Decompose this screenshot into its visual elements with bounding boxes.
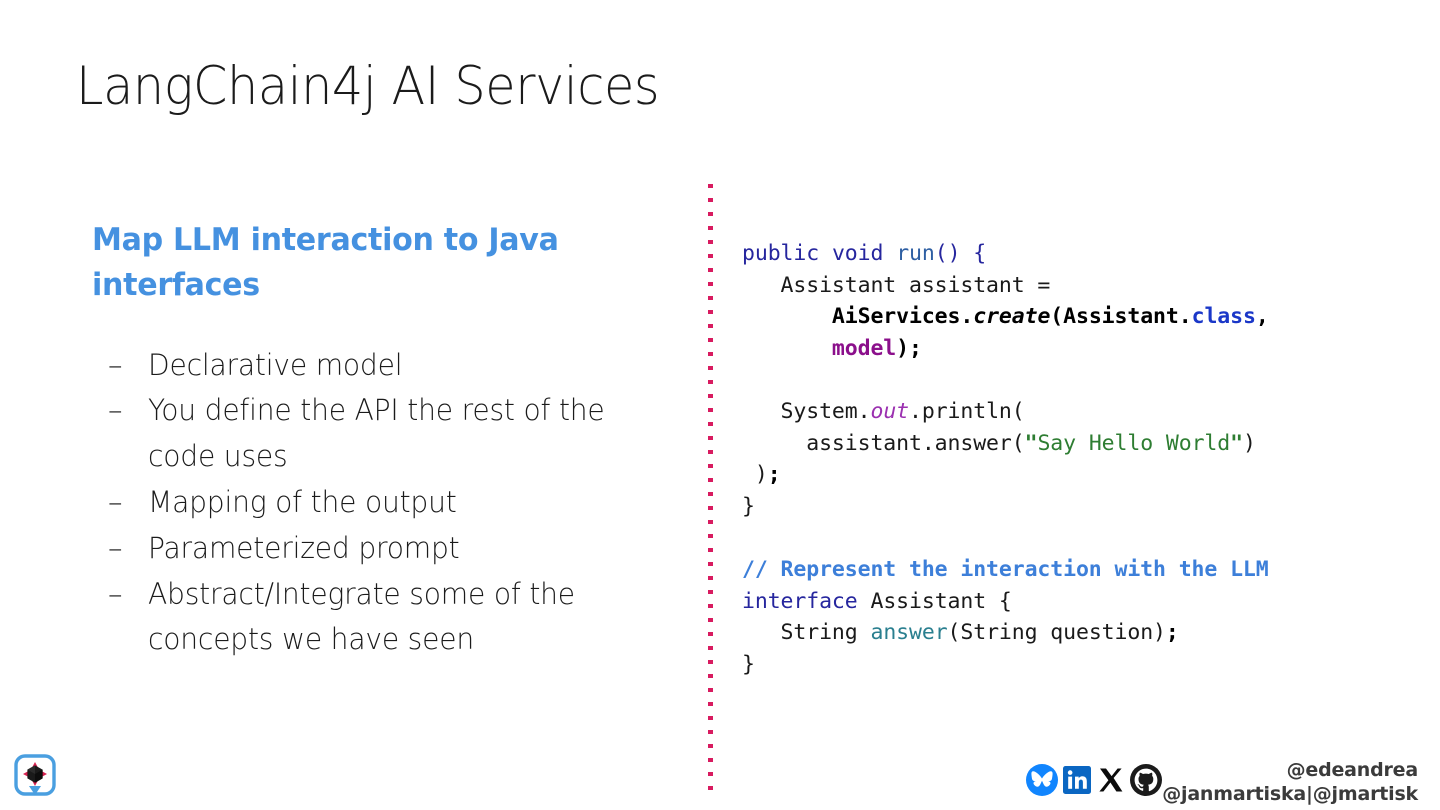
bullet-dash-icon: – [108,484,123,519]
left-content-column: Map LLM interaction to Java interfaces –… [92,218,652,663]
code-line: } [742,493,755,519]
code-line: ); [754,462,781,488]
list-item: – Parameterized prompt [92,526,652,572]
bullet-dash-icon: – [108,393,123,428]
list-item-label: Declarative model [148,347,403,382]
social-icon-row [1024,762,1164,798]
bullet-list: – Declarative model – You define the API… [92,343,652,664]
social-handles: @edeandrea @janmartiska|@jmartisk [1162,758,1418,807]
code-line: System.out.println( [780,398,1025,424]
code-line: interface Assistant { [742,588,1012,614]
code-line: Assistant assistant = [780,272,1051,298]
handle-line-2: @janmartiska|@jmartisk [1162,783,1418,806]
code-line: // Represent the interaction with the LL… [742,556,1269,582]
list-item-label: You define the API the rest of the code … [148,393,605,474]
lead-heading: Map LLM interaction to Java interfaces [92,222,559,304]
code-line: public void run() { [742,241,987,266]
page-title: LangChain4j AI Services [76,56,660,117]
list-item-label: Parameterized prompt [148,530,460,565]
list-item: – Abstract/Integrate some of the concept… [92,572,652,664]
code-line: } [742,651,755,677]
vertical-dotted-divider [708,184,713,792]
list-item: – Declarative model [92,343,652,389]
code-panel: public void run() { Assistant assistant … [742,238,1412,680]
quarkus-logo [14,754,56,796]
linkedin-icon[interactable] [1060,763,1094,797]
code-line: model); [831,335,922,361]
list-item: – Mapping of the output [92,480,652,526]
bullet-dash-icon: – [108,347,123,382]
list-item-label: Abstract/Integrate some of the concepts … [148,576,575,657]
handle-line-1: @edeandrea [1286,759,1419,781]
code-line: assistant.answer("Say Hello World") [806,430,1256,456]
bullet-dash-icon: – [108,576,123,611]
code-line: AiServices.create(Assistant.class, [831,304,1269,330]
x-icon[interactable] [1094,763,1128,797]
bluesky-icon[interactable] [1024,762,1060,798]
list-item-label: Mapping of the output [148,484,457,519]
code-line: String answer(String question); [780,620,1179,646]
list-item: – You define the API the rest of the cod… [92,388,652,480]
code-block: public void run() { Assistant assistant … [742,238,1412,680]
bullet-dash-icon: – [108,530,123,565]
github-icon[interactable] [1128,762,1164,798]
